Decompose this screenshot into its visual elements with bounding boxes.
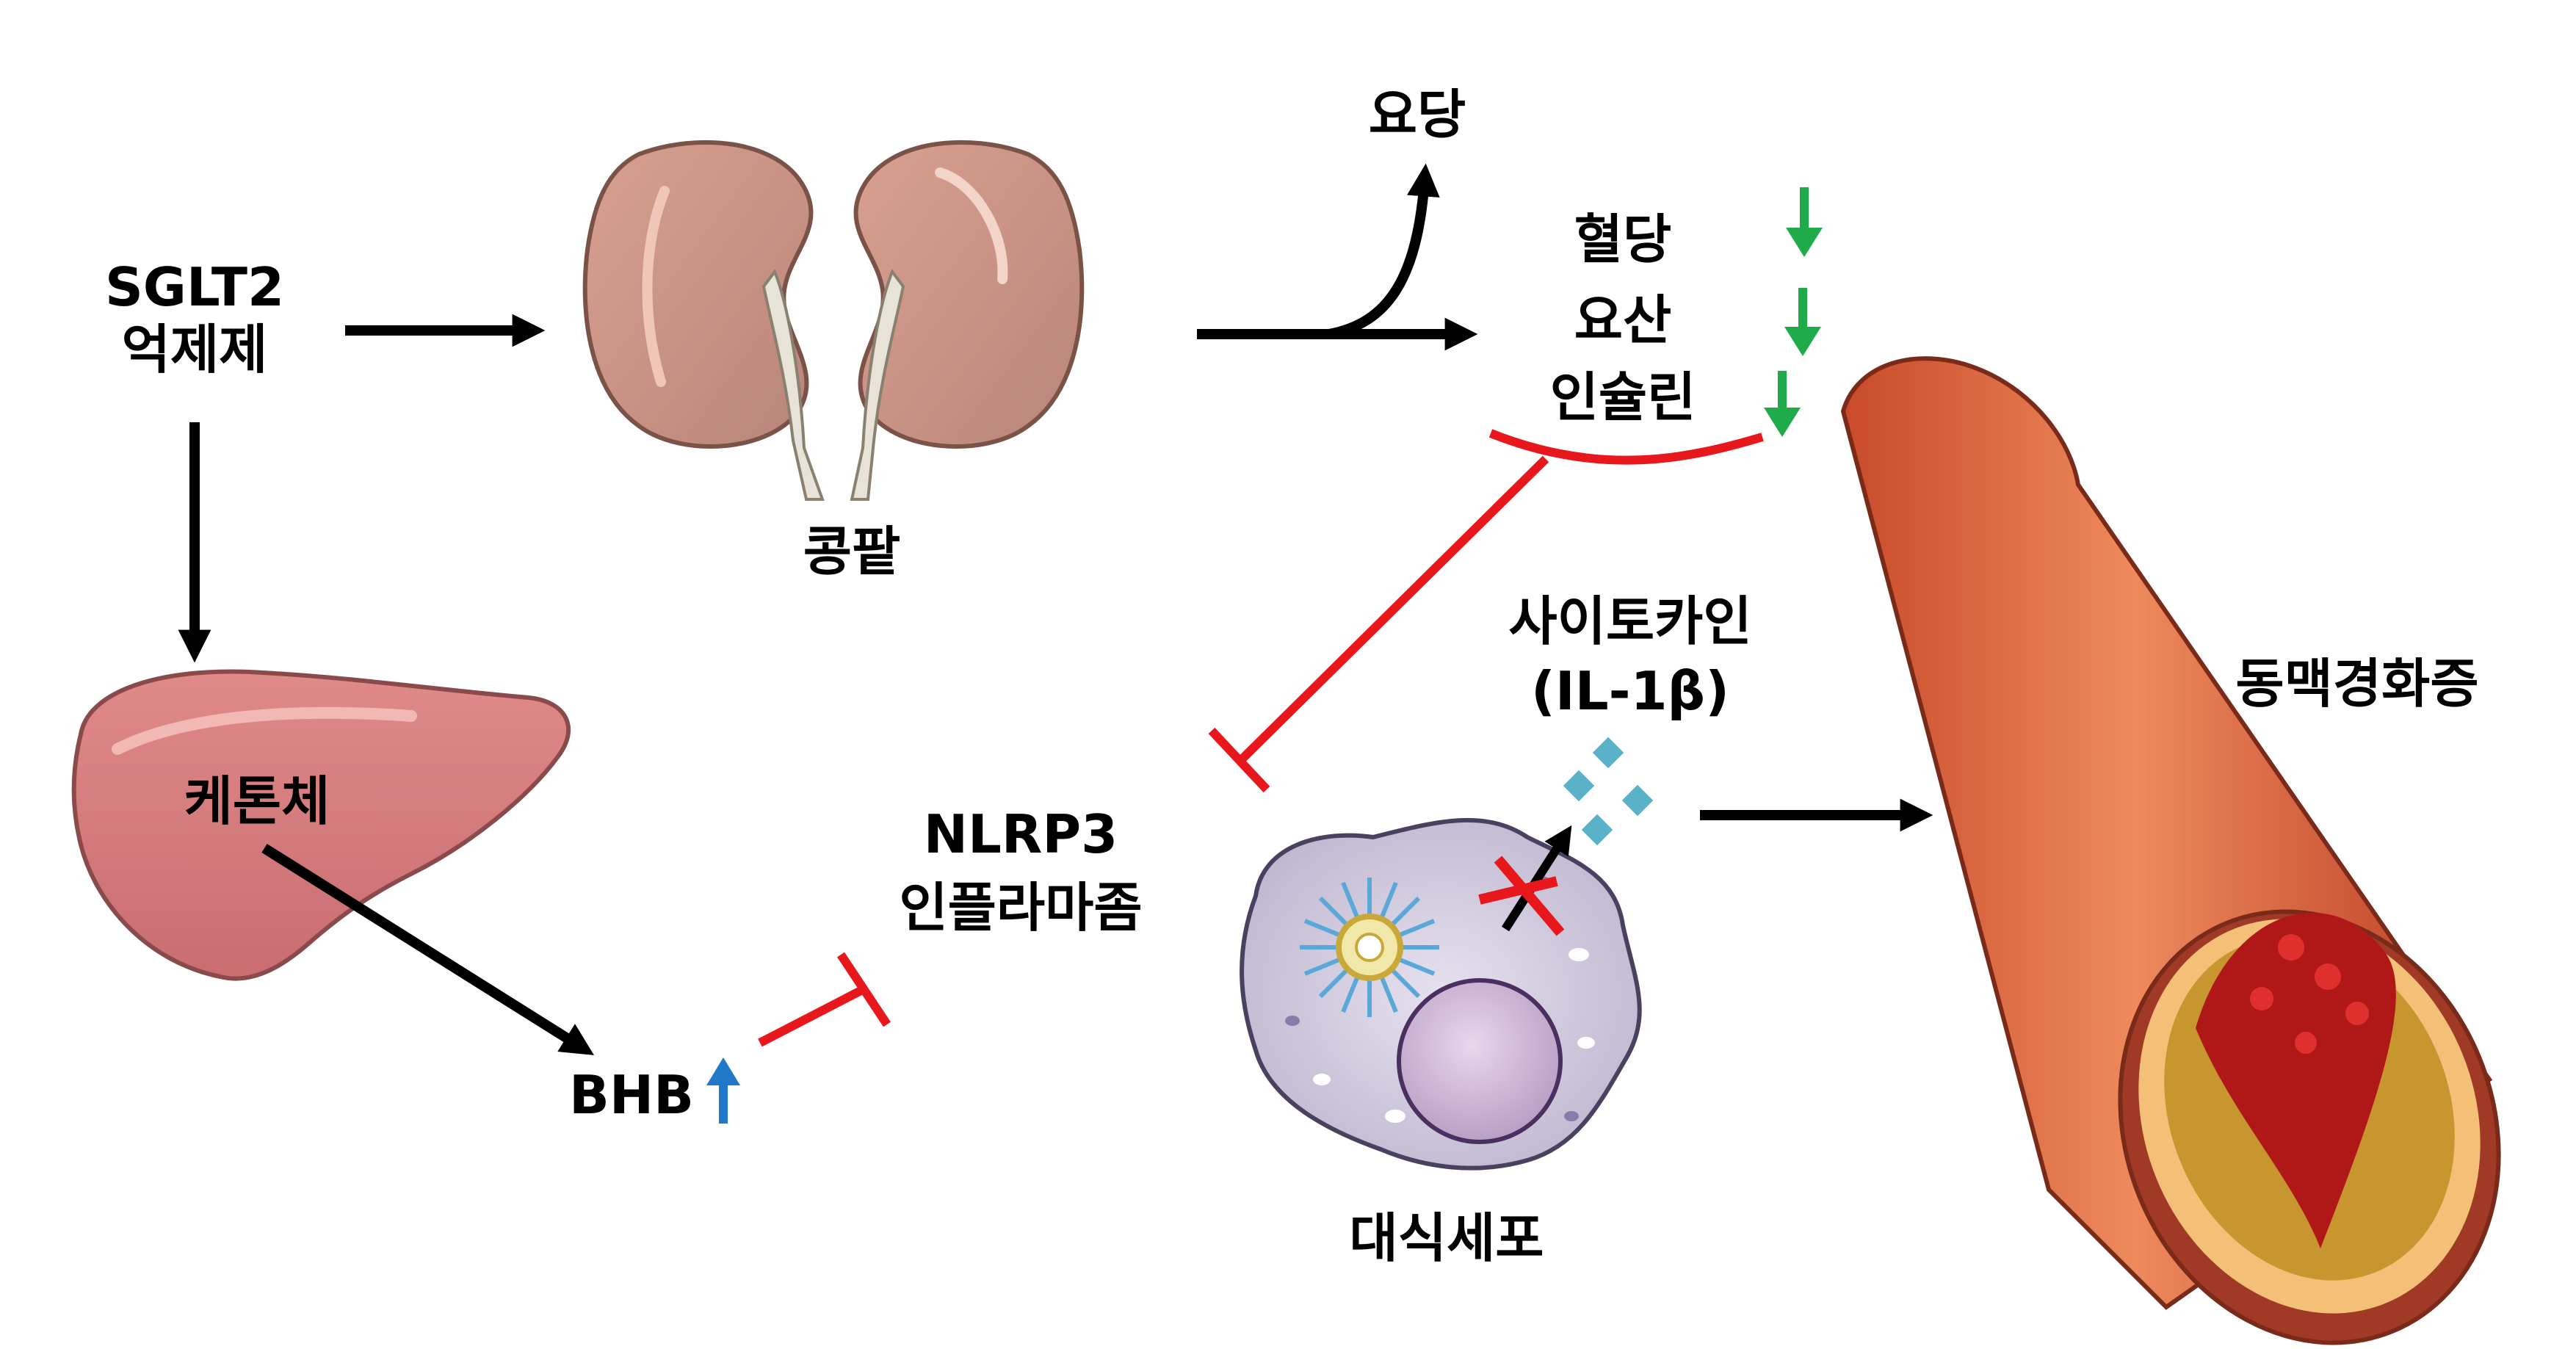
decrease-arrow-insulin	[1764, 371, 1801, 437]
inhibit-bhb-nlrp3	[758, 952, 891, 1047]
label-il1b: (IL-1β)	[1531, 660, 1729, 722]
label-ketone-body: 케톤체	[184, 770, 330, 832]
increase-arrow-bhb	[706, 1057, 740, 1124]
label-inhibitor: 억제제	[121, 319, 268, 380]
label-uric-acid: 요산	[1574, 289, 1672, 351]
macrophage-cell-icon	[1240, 817, 1642, 1171]
kidney-pair-icon	[582, 140, 1085, 501]
label-bhb: BHB	[568, 1064, 694, 1126]
label-nlrp3: NLRP3	[923, 803, 1118, 865]
label-sglt2: SGLT2	[104, 256, 285, 318]
label-kidney: 콩팥	[803, 521, 901, 582]
cytokine-particles	[1563, 737, 1654, 846]
decrease-arrow-blood-glucose	[1786, 187, 1823, 257]
decrease-arrow-uric-acid	[1784, 288, 1821, 356]
label-blood-glucose: 혈당	[1574, 209, 1672, 270]
label-atherosclerosis: 동맥경화증	[2235, 653, 2479, 715]
artery-cross-section-icon	[1840, 356, 2501, 1345]
label-insulin: 인슐린	[1549, 366, 1696, 428]
inhibit-insulin-nlrp3	[1208, 429, 1764, 793]
label-macrophage: 대식세포	[1349, 1207, 1544, 1269]
liver-icon	[71, 669, 571, 981]
label-cytokine: 사이토카인	[1508, 590, 1752, 652]
label-inflammasome: 인플라마좀	[899, 877, 1143, 938]
arrow-ketone-to-bhb	[261, 844, 594, 1055]
blocked-cross	[1478, 856, 1565, 936]
arrow-urine-glucose	[1328, 163, 1440, 339]
label-urine-glucose: 요당	[1368, 84, 1466, 145]
